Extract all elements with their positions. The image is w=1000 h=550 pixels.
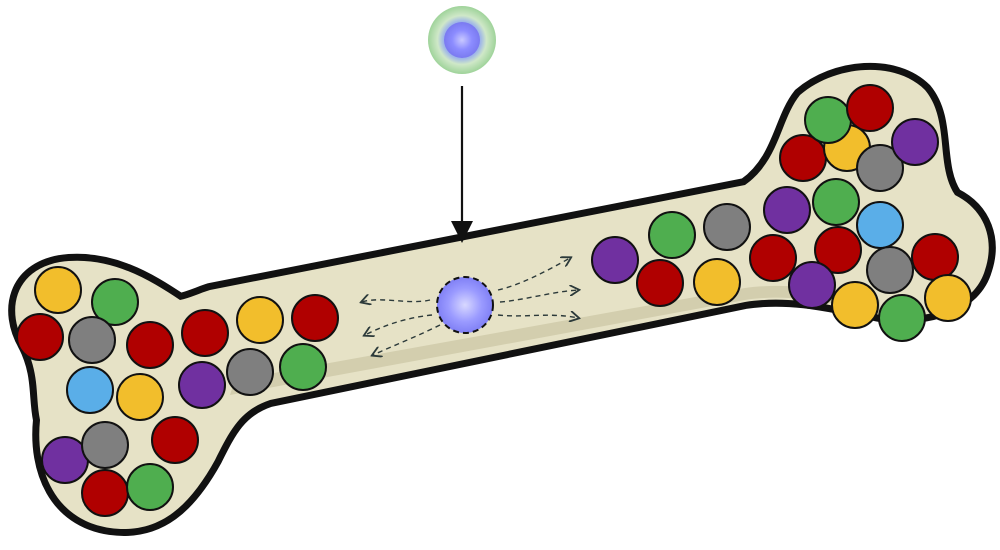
yellow-cell — [34, 266, 82, 314]
red-cell — [846, 84, 894, 132]
purple-cell — [591, 236, 639, 284]
green-cell — [648, 211, 696, 259]
blue-cell — [856, 201, 904, 249]
green-cell — [804, 96, 852, 144]
yellow-cell — [693, 258, 741, 306]
red-cell — [814, 226, 862, 274]
bone-body — [15, 69, 989, 530]
red-cell — [636, 259, 684, 307]
red-cell — [151, 416, 199, 464]
dashed-cell-icon — [436, 276, 494, 334]
grey-cell — [866, 246, 914, 294]
purple-cell — [178, 361, 226, 409]
red-cell — [911, 233, 959, 281]
red-cell — [749, 234, 797, 282]
grey-cell — [81, 421, 129, 469]
green-cell — [878, 294, 926, 342]
red-cell — [16, 313, 64, 361]
red-cell — [181, 309, 229, 357]
dashed-arrow-icon — [362, 258, 578, 355]
green-cell — [279, 343, 327, 391]
red-cell — [126, 321, 174, 369]
yellow-cell — [116, 373, 164, 421]
purple-cell — [891, 118, 939, 166]
yellow-cell — [924, 274, 972, 322]
yellow-cell — [236, 296, 284, 344]
green-cell — [812, 178, 860, 226]
marrow-cells — [16, 84, 972, 517]
green-cell — [91, 278, 139, 326]
grey-cell — [226, 348, 274, 396]
blue-cell — [66, 366, 114, 414]
grey-cell — [856, 144, 904, 192]
yellow-cell — [831, 281, 879, 329]
purple-cell — [788, 261, 836, 309]
grey-cell — [68, 316, 116, 364]
green-cell — [126, 463, 174, 511]
grey-cell — [703, 203, 751, 251]
red-cell — [291, 294, 339, 342]
red-cell — [81, 469, 129, 517]
purple-cell — [763, 186, 811, 234]
cell-with-halo-icon — [428, 6, 496, 74]
